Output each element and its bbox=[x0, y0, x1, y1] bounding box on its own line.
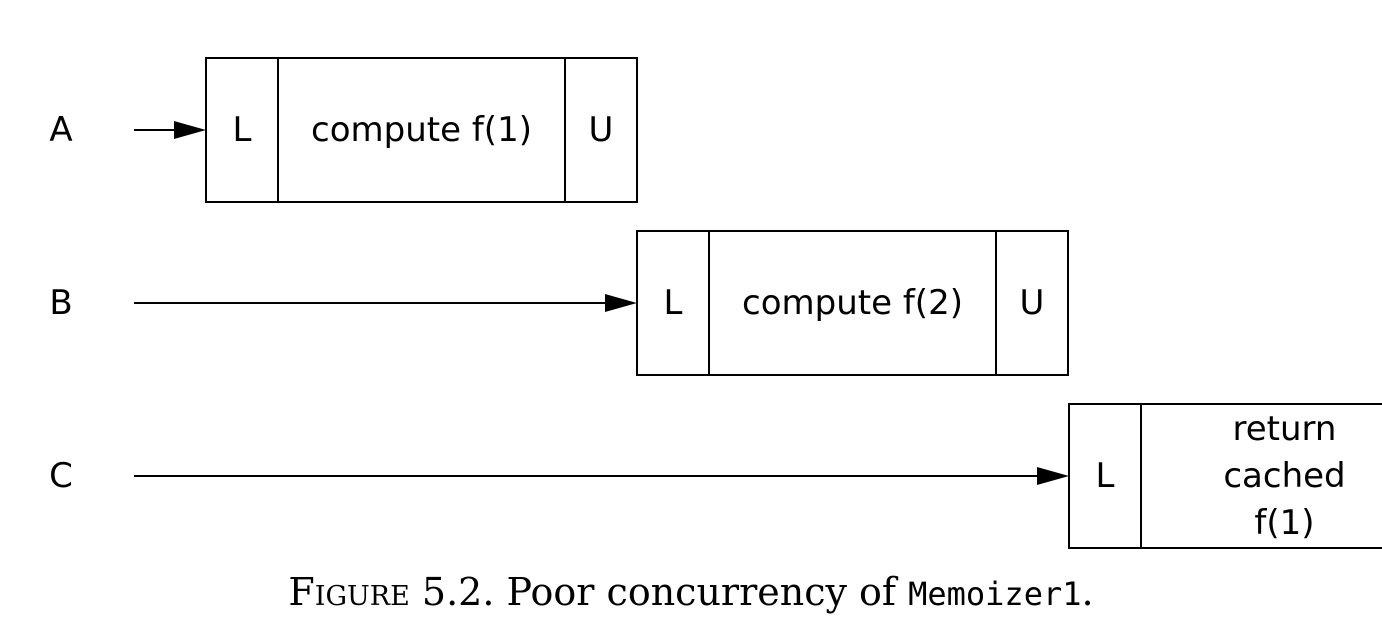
caption-figure-word: Figure bbox=[288, 570, 410, 614]
thread-a-unlock-text: U bbox=[589, 110, 614, 150]
thread-a-lock-text: L bbox=[233, 110, 252, 150]
thread-b-lock-cell bbox=[636, 230, 710, 376]
caption-end: . bbox=[1081, 570, 1094, 614]
thread-b-work-text: compute f(2) bbox=[742, 283, 963, 323]
thread-c-lock-text: L bbox=[1096, 456, 1115, 496]
thread-b-lock-text: L bbox=[664, 283, 683, 323]
thread-b-unlock-text: U bbox=[1020, 283, 1045, 323]
thread-c-work-cell bbox=[1140, 403, 1382, 549]
caption-number: 5.2. bbox=[421, 570, 495, 614]
thread-a-unlock-cell bbox=[564, 57, 638, 203]
thread-a-arrowhead bbox=[174, 121, 206, 139]
thread-b-unlock-cell bbox=[995, 230, 1069, 376]
thread-a-label: A bbox=[49, 110, 72, 150]
thread-b-label: B bbox=[49, 283, 72, 323]
caption-code: Memoizer1 bbox=[908, 575, 1082, 613]
thread-c-work-text: return bbox=[1233, 409, 1337, 449]
thread-c-work-text: cached bbox=[1223, 456, 1345, 496]
thread-a-work-cell bbox=[277, 57, 566, 203]
caption-text: Poor concurrency of bbox=[506, 570, 896, 614]
thread-c-work-text: f(1) bbox=[1254, 503, 1314, 543]
thread-c-arrowhead bbox=[1037, 467, 1069, 485]
figure-caption: Figure 5.2. Poor concurrency of Memoizer… bbox=[0, 570, 1382, 614]
thread-c-label: C bbox=[49, 456, 73, 496]
thread-a-work-text: compute f(1) bbox=[311, 110, 532, 150]
thread-b-arrowhead bbox=[605, 294, 637, 312]
